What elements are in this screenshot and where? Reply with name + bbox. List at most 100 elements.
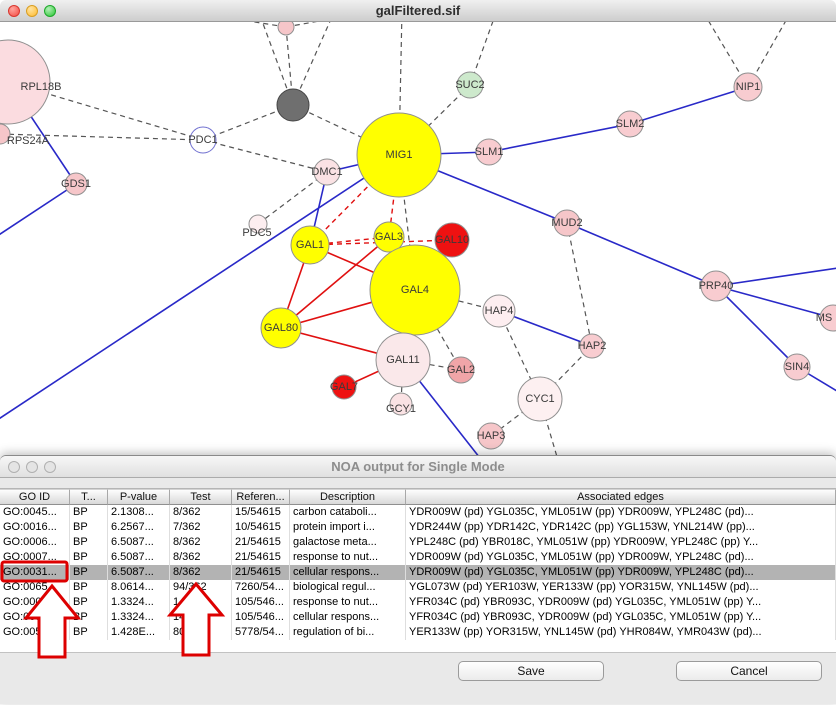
table-cell: 21/54615 — [232, 535, 290, 550]
network-window-titlebar[interactable]: galFiltered.sif — [0, 0, 836, 22]
table-cell: GO:0045... — [0, 505, 70, 520]
table-cell: 15/54615 — [232, 505, 290, 520]
graph-node-label: SLM2 — [616, 118, 645, 130]
graph-edge[interactable] — [567, 223, 592, 346]
table-cell: 21/54615 — [232, 565, 290, 580]
close-button[interactable] — [8, 5, 20, 17]
table-cell: response to nut... — [290, 595, 406, 610]
table-cell: 14/362 — [170, 610, 232, 625]
table-cell: carbon cataboli... — [290, 505, 406, 520]
graph-node-label: NIP1 — [736, 81, 760, 93]
table-cell: YDR244W (pp) YDR142C, YDR142C (pp) YGL15… — [406, 520, 836, 535]
graph-node-dark[interactable] — [277, 89, 309, 121]
graph-node-label: GAL2 — [447, 364, 475, 376]
table-cell: 105/546... — [232, 610, 290, 625]
table-cell: biological regul... — [290, 580, 406, 595]
graph-node-label: MIG1 — [386, 149, 413, 161]
save-button[interactable]: Save — [458, 661, 604, 681]
table-cell: cellular respons... — [290, 610, 406, 625]
zoom-button[interactable] — [44, 461, 56, 473]
column-header[interactable]: Associated edges — [406, 489, 836, 505]
table-cell: BP — [70, 565, 108, 580]
table-cell: 8/362 — [170, 535, 232, 550]
column-header[interactable]: Referen... — [232, 489, 290, 505]
network-window: galFiltered.sif RPL18BRPS24AGDS1PDC1MIG1… — [0, 0, 836, 455]
table-cell: GO:0065... — [0, 580, 70, 595]
table-cell: 1.3324... — [108, 610, 170, 625]
graph-edge[interactable] — [286, 22, 380, 27]
close-button[interactable] — [8, 461, 20, 473]
graph-edge[interactable] — [489, 124, 630, 152]
graph-edge[interactable] — [180, 22, 286, 27]
graph-node-label: GAL4 — [401, 284, 429, 296]
graph-node-label: PDC1 — [188, 134, 217, 146]
cancel-button[interactable]: Cancel — [676, 661, 822, 681]
column-header[interactable]: P-value — [108, 489, 170, 505]
graph-edge[interactable] — [567, 223, 716, 286]
table-cell: GO:0031... — [0, 610, 70, 625]
table-row[interactable]: GO:0050...BP1.428E...80/3625778/54...reg… — [0, 625, 836, 640]
table-cell: BP — [70, 520, 108, 535]
table-cell: 7/362 — [170, 520, 232, 535]
table-cell: 5778/54... — [232, 625, 290, 640]
noa-output-window: NOA output for Single Mode GO IDT...P-va… — [0, 455, 836, 704]
table-row[interactable]: GO:0007...BP6.5087...8/36221/54615respon… — [0, 550, 836, 565]
table-cell: 1.3324... — [108, 595, 170, 610]
graph-node-label: SIN4 — [785, 361, 809, 373]
graph-edge[interactable] — [0, 184, 76, 244]
graph-node-label: HAP3 — [477, 430, 506, 442]
table-cell: YDR009W (pd) YGL035C, YML051W (pp) YDR00… — [406, 550, 836, 565]
graph-node-label: SUC2 — [455, 79, 484, 91]
table-cell: BP — [70, 550, 108, 565]
table-row[interactable]: GO:0006...BP6.5087...8/36221/54615galact… — [0, 535, 836, 550]
graph-node-label: GAL11 — [386, 354, 419, 366]
column-header[interactable]: Description — [290, 489, 406, 505]
table-row[interactable]: GO:0065...BP8.0614...94/3627260/54...bio… — [0, 580, 836, 595]
table-cell: 21/54615 — [232, 550, 290, 565]
table-cell: 1.428E... — [108, 625, 170, 640]
table-cell: GO:0009... — [0, 595, 70, 610]
minimize-button[interactable] — [26, 5, 38, 17]
graph-node-label: HAP4 — [485, 305, 514, 317]
graph-node-topn[interactable] — [278, 22, 294, 35]
table-row[interactable]: GO:0009...BP1.3324...14/362105/546...res… — [0, 595, 836, 610]
column-header[interactable]: GO ID — [0, 489, 70, 505]
table-cell: BP — [70, 610, 108, 625]
table-cell: YDR009W (pd) YGL035C, YML051W (pp) YDR00… — [406, 565, 836, 580]
graph-edge[interactable] — [716, 286, 797, 367]
zoom-button[interactable] — [44, 5, 56, 17]
table-cell: GO:0031... — [0, 565, 70, 580]
graph-edge[interactable] — [203, 140, 327, 172]
window-title: NOA output for Single Mode — [331, 459, 505, 474]
graph-node-label: CYC1 — [525, 393, 554, 405]
column-header[interactable]: T... — [70, 489, 108, 505]
table-row[interactable]: GO:0031...BP1.3324...14/362105/546...cel… — [0, 610, 836, 625]
network-graph-canvas[interactable]: RPL18BRPS24AGDS1PDC1MIG1SUC2SLM1SLM2NIP1… — [0, 22, 836, 455]
table-row[interactable]: GO:0045...BP2.1308...8/36215/54615carbon… — [0, 505, 836, 520]
table-cell: 14/362 — [170, 595, 232, 610]
table-cell: YGL073W (pd) YER103W, YER133W (pp) YOR31… — [406, 580, 836, 595]
table-cell: GO:0050... — [0, 625, 70, 640]
table-row[interactable]: GO:0016...BP6.2567...7/36210/54615protei… — [0, 520, 836, 535]
window-title: galFiltered.sif — [376, 3, 461, 18]
column-header[interactable]: Test — [170, 489, 232, 505]
minimize-button[interactable] — [26, 461, 38, 473]
graph-node-label: MUD2 — [551, 217, 582, 229]
table-row[interactable]: GO:0031...BP6.5087...8/36221/54615cellul… — [0, 565, 836, 580]
graph-edge[interactable] — [716, 266, 836, 286]
table-cell: regulation of bi... — [290, 625, 406, 640]
table-cell: 6.5087... — [108, 565, 170, 580]
graph-edge[interactable] — [630, 87, 748, 124]
table-cell: 10/54615 — [232, 520, 290, 535]
table-cell: BP — [70, 580, 108, 595]
table-cell: BP — [70, 535, 108, 550]
table-cell: YFR034C (pd) YBR093C, YDR009W (pd) YGL03… — [406, 610, 836, 625]
table-body: GO:0045...BP2.1308...8/36215/54615carbon… — [0, 505, 836, 640]
graph-node-label: PRP40 — [699, 280, 734, 292]
noa-window-titlebar[interactable]: NOA output for Single Mode — [0, 456, 836, 478]
graph-node-label: MS — [816, 312, 833, 324]
table-cell: GO:0007... — [0, 550, 70, 565]
table-cell: 8.0614... — [108, 580, 170, 595]
table-cell: YDR009W (pd) YGL035C, YML051W (pp) YDR00… — [406, 505, 836, 520]
window-controls — [8, 461, 56, 473]
